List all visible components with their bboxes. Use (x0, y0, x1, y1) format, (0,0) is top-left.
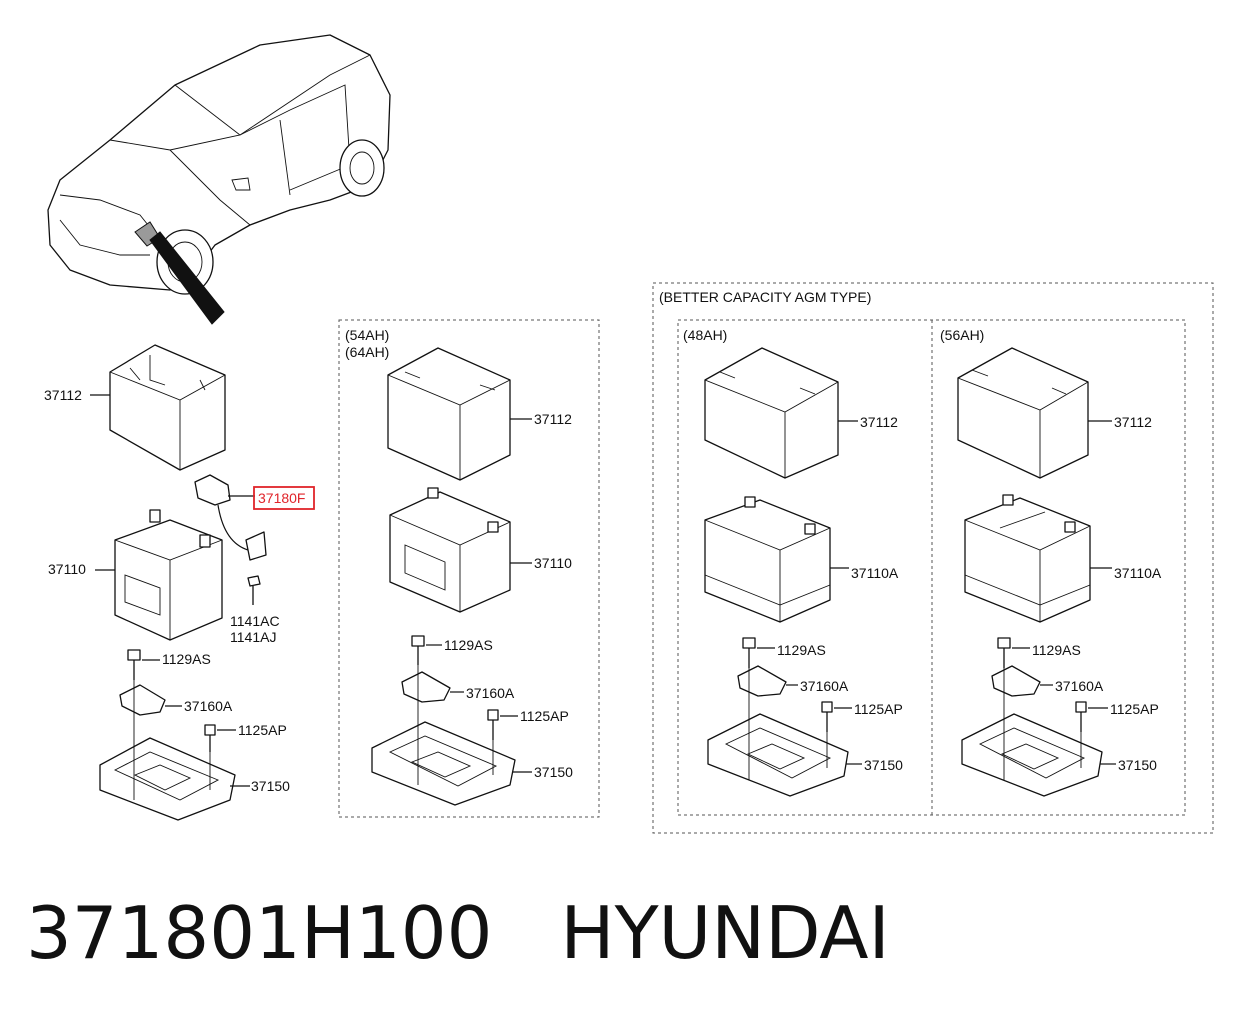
mid-label-37160a: 37160A (466, 685, 515, 701)
agm56-label-37110a: 37110A (1114, 565, 1162, 581)
agm48-title: (48AH) (683, 327, 727, 343)
agm48-label-1129as: 1129AS (777, 642, 826, 658)
agm48-battery-tray (707, 668, 849, 797)
car-illustration (47, 34, 391, 325)
agm48-label-37160a: 37160A (800, 678, 849, 694)
label-37110: 37110 (48, 561, 86, 577)
middle-group: (54AH) (64AH) 37112 37110 1129AS 37160A (338, 319, 600, 818)
agm-group: (BETTER CAPACITY AGM TYPE) (48AH) 37112 … (652, 282, 1214, 834)
battery-tray (99, 680, 236, 821)
mid-battery-cover (387, 347, 511, 481)
callout-pointer (149, 231, 225, 325)
mid-label-37110: 37110 (534, 555, 572, 571)
agm56-label-1125ap: 1125AP (1110, 701, 1159, 717)
agm56-label-37160a: 37160A (1055, 678, 1104, 694)
battery-cover (109, 344, 226, 471)
label-1141aj: 1141AJ (230, 629, 276, 645)
agm-title: (BETTER CAPACITY AGM TYPE) (659, 289, 871, 305)
part-number: 371801H100 (26, 891, 493, 975)
agm56-battery (964, 494, 1091, 623)
label-37150: 37150 (251, 778, 290, 794)
agm56-cover (957, 347, 1089, 479)
agm48-label-37112: 37112 (860, 414, 898, 430)
left-group: 37112 37180F 1141AC 1141AJ 37110 1129AS (44, 344, 315, 821)
parts-diagram: 37112 37180F 1141AC 1141AJ 37110 1129AS (44, 34, 1214, 834)
mid-title-64ah: (64AH) (345, 344, 389, 360)
agm48-label-37110a: 37110A (851, 565, 899, 581)
label-37112: 37112 (44, 387, 82, 403)
agm-dashed-frame (652, 282, 1214, 834)
agm48-cover (704, 347, 839, 479)
label-37180f: 37180F (258, 490, 305, 506)
agm48-battery (704, 496, 831, 623)
label-37160a: 37160A (184, 698, 233, 714)
mid-battery-tray (371, 665, 516, 806)
caption: 371801H100 HYUNDAI (26, 888, 890, 978)
agm48-label-37150: 37150 (864, 757, 903, 773)
mid-label-37150: 37150 (534, 764, 573, 780)
mid-battery (389, 487, 511, 613)
mid-label-37112: 37112 (534, 411, 572, 427)
label-1129as: 1129AS (162, 651, 211, 667)
label-1141ac: 1141AC (230, 613, 280, 629)
brand-name: HYUNDAI (560, 891, 890, 975)
agm48-label-1125ap: 1125AP (854, 701, 903, 717)
battery (114, 509, 223, 641)
agm56-battery-tray (961, 668, 1103, 797)
mid-label-1129as: 1129AS (444, 637, 493, 653)
mid-title-54ah: (54AH) (345, 327, 389, 343)
agm56-label-37112: 37112 (1114, 414, 1152, 430)
agm56-title: (56AH) (940, 327, 984, 343)
label-1125ap: 1125AP (238, 722, 287, 738)
mid-label-1125ap: 1125AP (520, 708, 569, 724)
highlight-box-37180f (253, 486, 315, 510)
agm56-label-37150: 37150 (1118, 757, 1157, 773)
agm56-label-1129as: 1129AS (1032, 642, 1081, 658)
battery-cable (194, 474, 267, 561)
